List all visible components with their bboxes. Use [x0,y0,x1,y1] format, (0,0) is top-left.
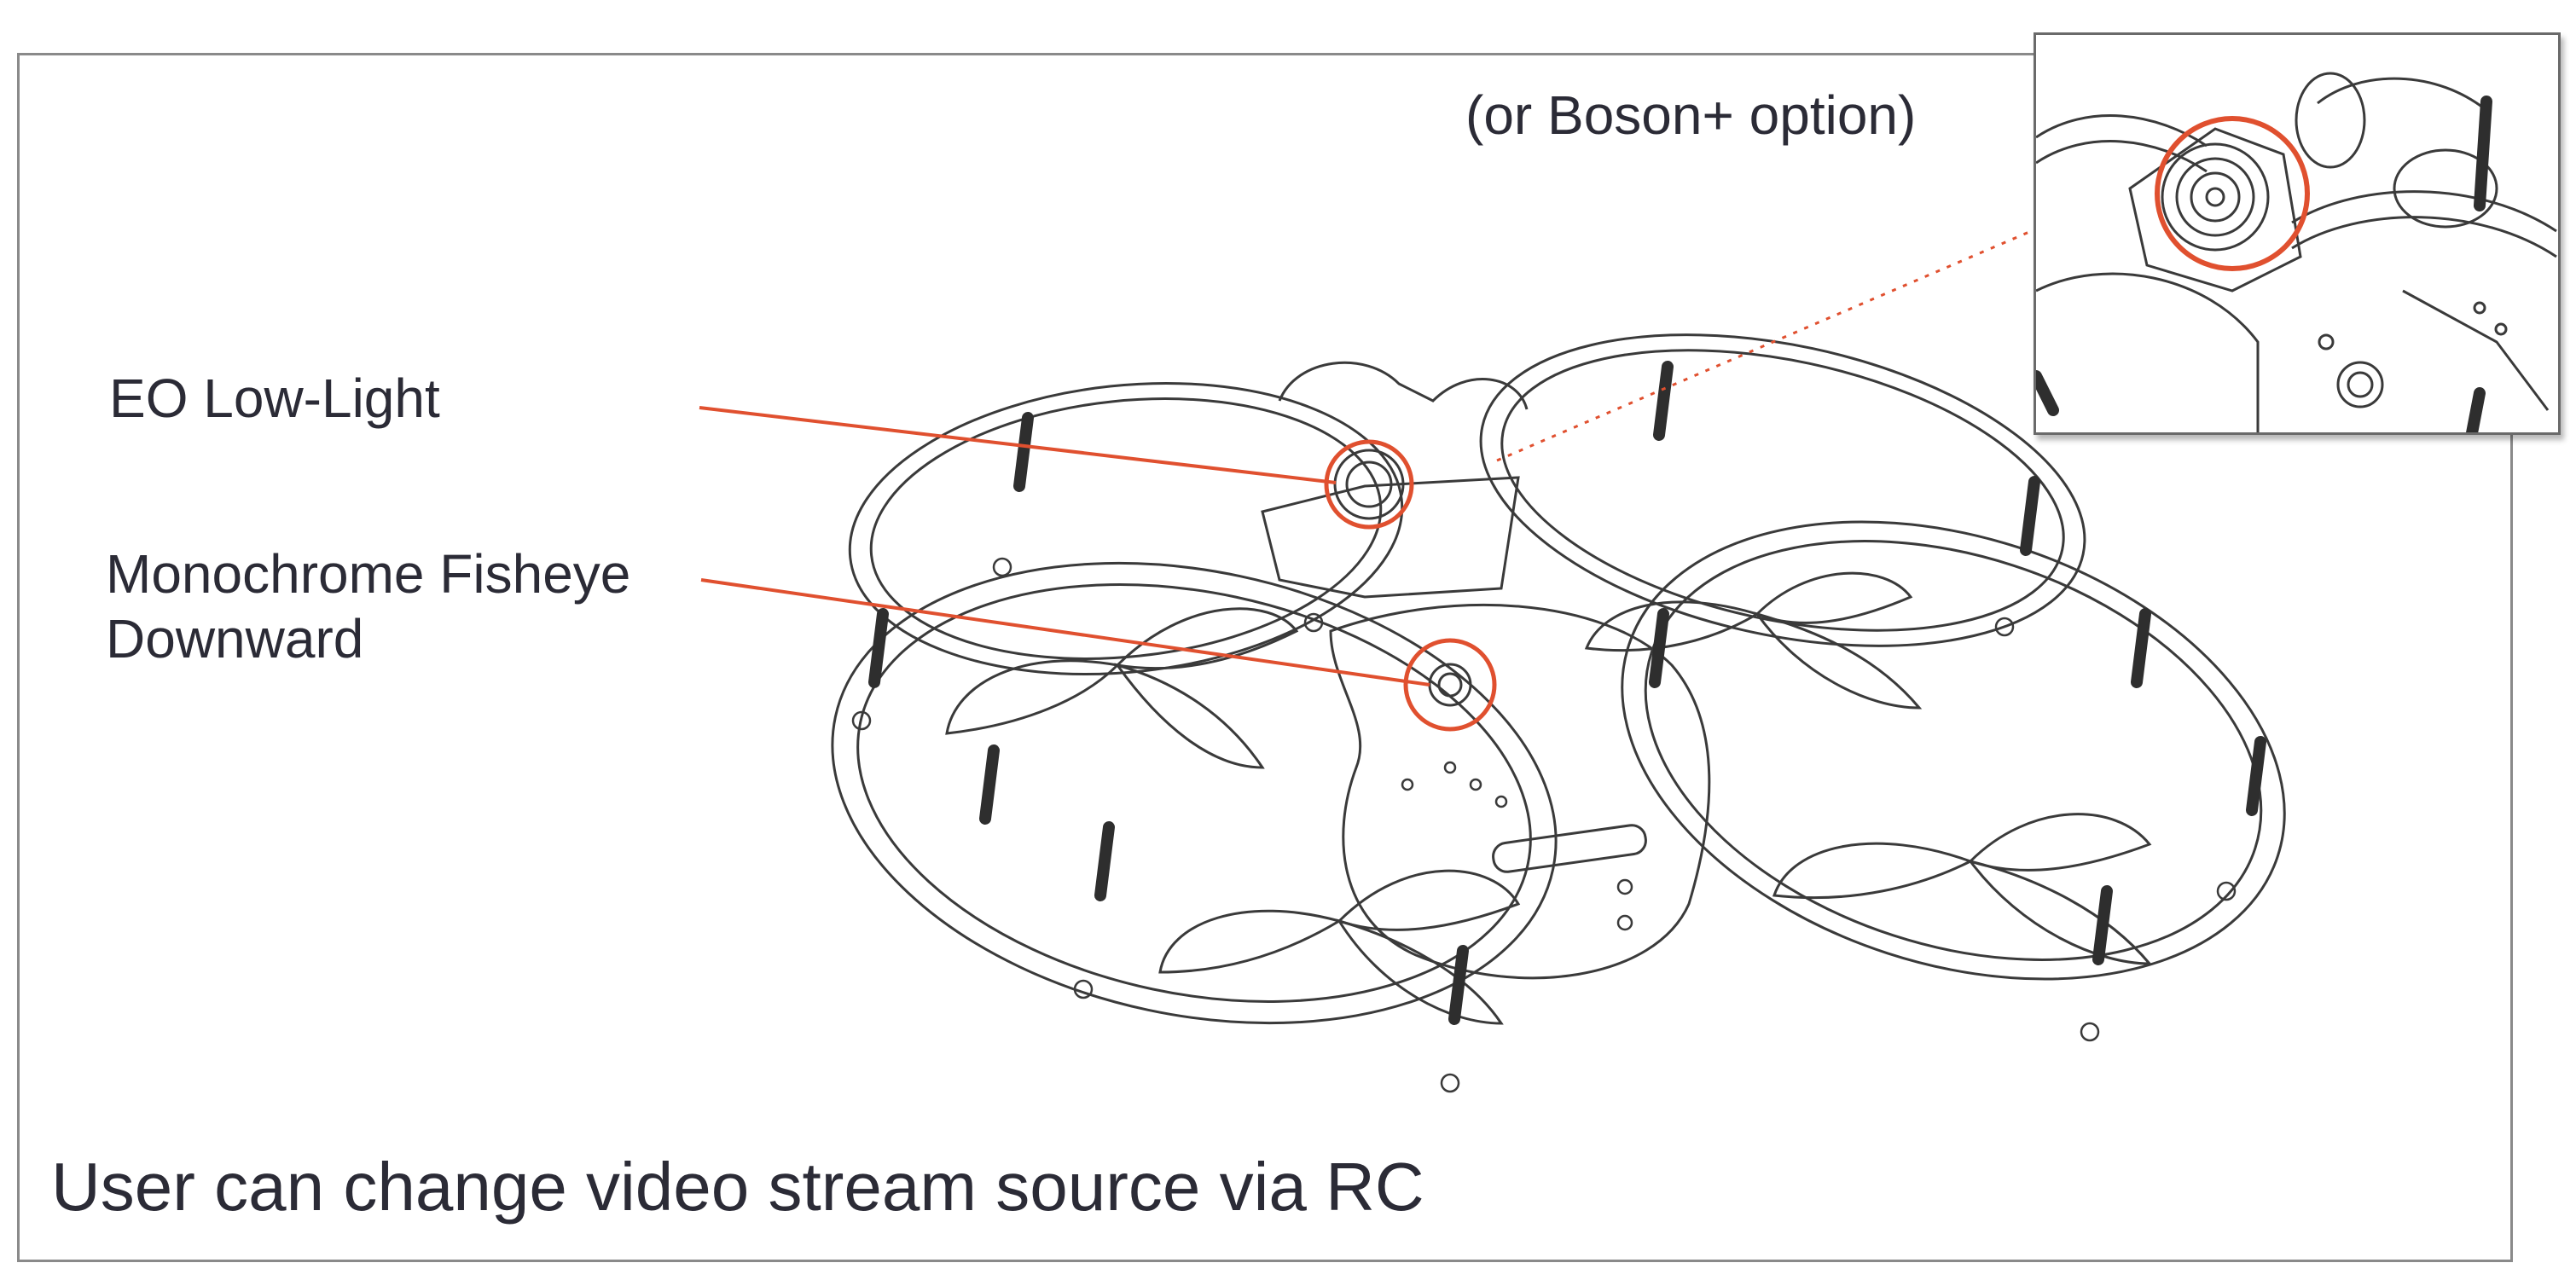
callout-line-fisheye [700,578,1430,686]
monochrome-fisheye-label-line2: Downward [106,607,364,669]
callout-ring-eo [1324,439,1414,530]
eo-low-light-label: EO Low-Light [109,368,440,429]
duct-rear-left [848,382,1404,675]
duct-front-right [1621,520,2286,981]
duct-front-left [831,561,1558,1025]
diagram-frame [17,53,2513,1262]
duct-rear-right [1479,333,2086,647]
boson-option-label: (or Boson+ option) [1465,84,1917,146]
callout-line-eo [699,406,1337,484]
propeller-right-front [1772,813,2153,965]
eo-camera [1333,449,1405,520]
monochrome-fisheye-label: Monochrome Fisheye Downward [106,542,630,671]
propeller-front-center [1158,869,1521,1025]
inset-callout-ring [2155,116,2310,271]
inset-closeup [2034,32,2561,435]
standoffs [868,361,2266,1025]
monochrome-fisheye-label-line1: Monochrome Fisheye [106,543,631,605]
mount-holes [851,557,2237,1093]
propeller-right-rear [1584,571,1923,710]
callout-line-boson [1496,186,2133,462]
caption: User can change video stream source via … [51,1149,1424,1225]
inset-illustration [2036,72,2557,432]
propeller-front-left [945,607,1299,769]
center-plate [1329,603,1711,980]
callout-ring-fisheye [1403,638,1497,732]
